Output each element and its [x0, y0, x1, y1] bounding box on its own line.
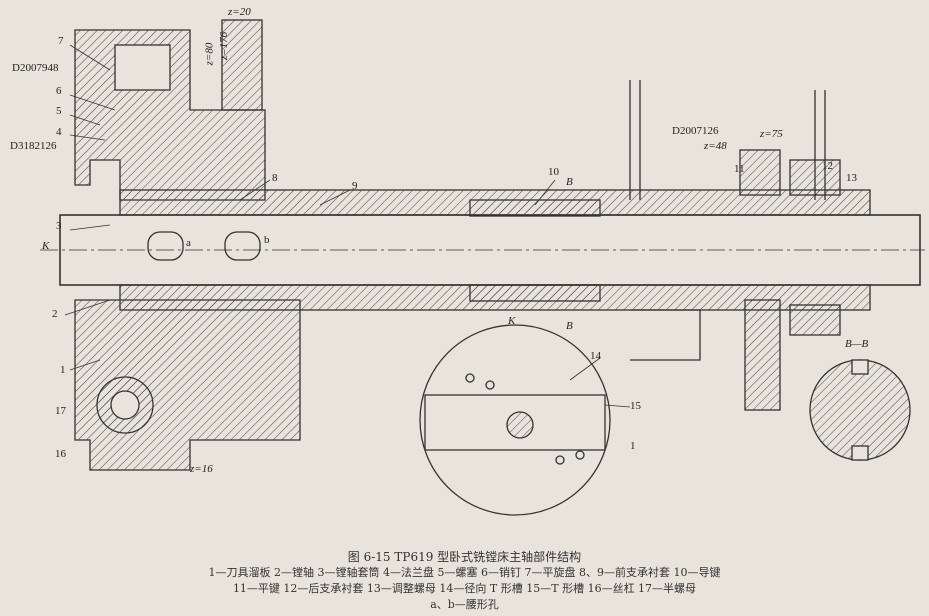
label-z80: z=80 [203, 42, 216, 66]
label-1-left: 1 [60, 364, 66, 376]
label-10: 10 [548, 166, 559, 178]
label-17: 17 [55, 405, 66, 417]
label-9: 9 [352, 180, 358, 192]
label-b-bottom: B [566, 320, 573, 332]
label-b-top: B [566, 176, 573, 188]
label-z20: z=20 [228, 6, 251, 18]
label-6: 6 [56, 85, 62, 97]
label-a: a [186, 237, 191, 249]
label-5: 5 [56, 105, 62, 117]
label-16: 16 [55, 448, 66, 460]
label-z16: z=16 [190, 463, 213, 475]
label-d2007948: D2007948 [12, 62, 59, 74]
label-d2007126: D2007126 [672, 125, 719, 137]
figure-legend-line-2: 11—平键 12—后支承衬套 13—调整螺母 14—径向 T 形槽 15—T 形… [232, 582, 697, 595]
label-11: 11 [734, 163, 745, 175]
label-8: 8 [272, 172, 278, 184]
label-4: 4 [56, 126, 62, 138]
label-1-section: 1 [630, 440, 636, 452]
label-7: 7 [58, 35, 64, 47]
label-2: 2 [52, 308, 58, 320]
figure-legend-line-3: a、b—腰形孔 [430, 598, 499, 611]
label-13: 13 [846, 172, 857, 184]
label-15: 15 [630, 400, 641, 412]
figure-title: 图 6-15 TP619 型卧式铣镗床主轴部件结构 [347, 550, 582, 564]
figure-legend-line-1: 1—刀具溜板 2—镗轴 3—镗轴套筒 4—法兰盘 5—螺塞 6—销钉 7—平旋盘… [208, 566, 721, 579]
label-b: b [264, 234, 270, 246]
label-z176: z=176 [218, 31, 231, 61]
label-k-left: K [42, 240, 50, 252]
label-z75: z=75 [760, 128, 783, 140]
label-d3182126: D3182126 [10, 140, 57, 152]
label-section-bb: B—B [845, 338, 869, 350]
label-3: 3 [56, 220, 62, 232]
section-bb-view [809, 359, 911, 461]
label-z48: z=48 [704, 140, 727, 152]
label-14: 14 [590, 350, 601, 362]
label-k-section: K [508, 315, 516, 327]
label-12: 12 [822, 160, 833, 172]
